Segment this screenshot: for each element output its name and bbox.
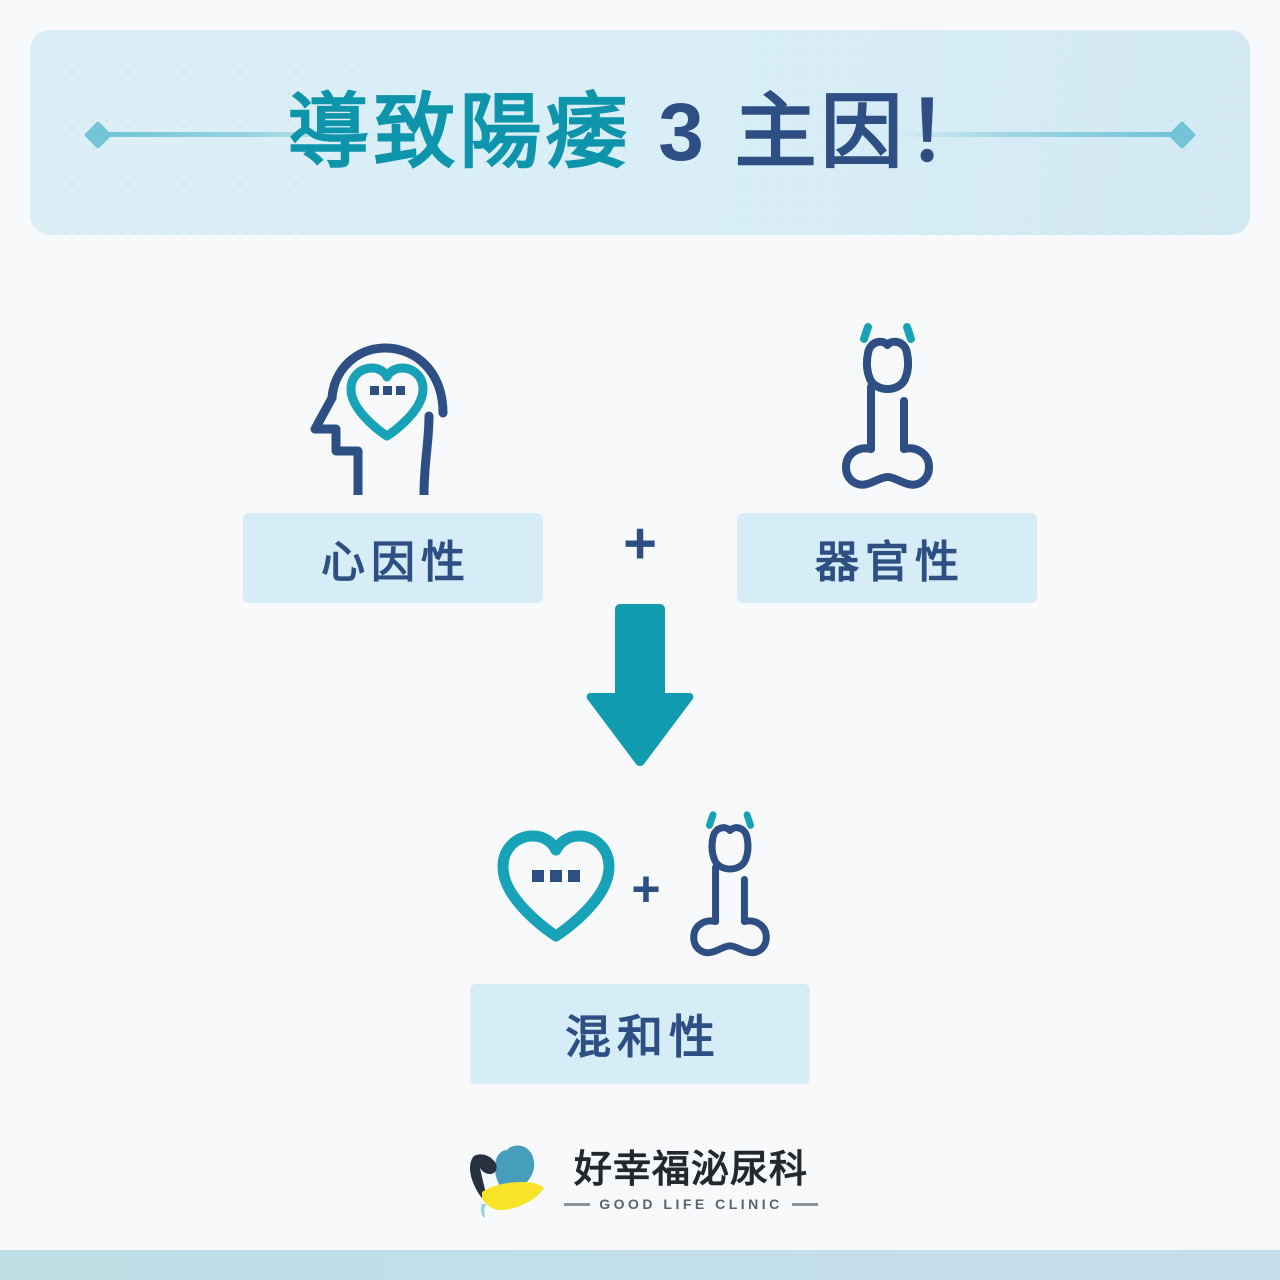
mixed-icon-row: +	[470, 800, 810, 970]
heart-with-dots-icon	[491, 818, 621, 953]
plus-operator-mixed: +	[631, 861, 661, 917]
clinic-name: 好幸福泌尿科	[573, 1148, 808, 1191]
organ-icon-mixed	[671, 802, 789, 969]
footer-strip	[0, 1250, 1280, 1280]
tagline-dash-left	[564, 1202, 591, 1206]
cause-label-organic: 器官性	[737, 513, 1037, 603]
cause-card-organic: 器官性	[737, 320, 1037, 603]
page-title-teal: 導致陽痿	[287, 86, 632, 178]
organ-icon	[737, 320, 1037, 495]
tagline-dash-right	[791, 1202, 818, 1206]
diamond-arrow-right-icon	[892, 120, 1197, 149]
result-card-mixed: + 混和性	[470, 800, 810, 1084]
logo-tagline-row: GOOD LIFE CLINIC	[564, 1196, 818, 1212]
page-title-navy: 3 主因！	[631, 86, 993, 178]
title-banner: 導致陽痿 3 主因！	[30, 30, 1250, 235]
cause-card-psychogenic: 心因性	[243, 320, 543, 603]
head-with-heart-icon	[243, 320, 543, 495]
arrow-down-icon	[583, 600, 698, 770]
cause-label-psychogenic: 心因性	[243, 513, 543, 603]
result-label-mixed: 混和性	[470, 984, 810, 1084]
bird-hand-logo-icon	[462, 1138, 550, 1225]
diamond-arrow-left-icon	[83, 120, 388, 149]
right-rule-line	[892, 132, 1172, 137]
clinic-tagline: GOOD LIFE CLINIC	[599, 1196, 783, 1213]
logo-wordmark: 好幸福泌尿科 GOOD LIFE CLINIC	[564, 1148, 818, 1212]
causes-diagram: 心因性 器官性 +	[0, 235, 1280, 1135]
plus-operator-top: +	[623, 511, 657, 576]
clinic-logo: 好幸福泌尿科 GOOD LIFE CLINIC	[0, 1138, 1280, 1225]
page-title: 導致陽痿 3 主因！	[30, 91, 1250, 174]
left-rule-line	[108, 132, 388, 137]
